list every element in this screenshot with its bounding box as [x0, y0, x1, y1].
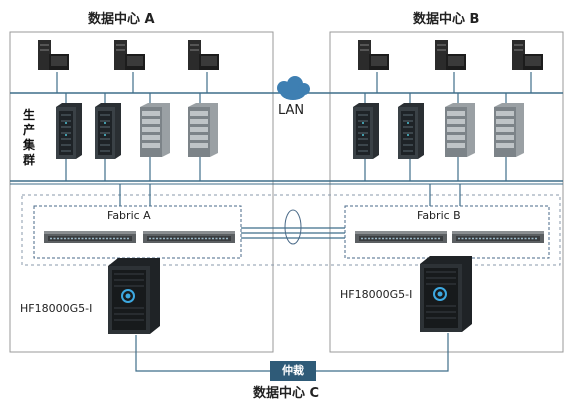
cluster-label-char: 集: [23, 138, 36, 152]
production-cluster-label: 生 产 集 群: [23, 108, 37, 168]
fabric-switch-icon: [354, 230, 448, 244]
cluster-label-char: 群: [23, 153, 36, 167]
client-pc-icon: [435, 40, 466, 70]
datacenter-b-panel: [329, 31, 564, 353]
link-aggregation-ring: [284, 209, 302, 245]
blade-server-icon: [494, 103, 524, 157]
arbitration-box: 仲裁: [270, 361, 316, 381]
storage-a-model-label: HF18000G5-I: [20, 302, 93, 315]
storage-array-icon: [107, 257, 161, 335]
arbitration-link-b: [316, 333, 449, 372]
datacenter-a-panel: [9, 31, 274, 353]
fabric-switch-icon: [142, 230, 236, 244]
rack-server-icon: [94, 102, 122, 160]
datacenter-a-title: 数据中心 A: [88, 12, 155, 27]
client-pc-icon: [188, 40, 219, 70]
storage-array-icon: [419, 255, 473, 333]
lan-cloud-icon: [277, 76, 310, 100]
lan-label: LAN: [278, 103, 305, 118]
rack-server-icon: [397, 102, 425, 160]
arbitration-link-a: [135, 335, 270, 372]
fabric-a-label: Fabric A: [107, 209, 151, 222]
fabric-switch-icon: [43, 230, 137, 244]
blade-server-icon: [188, 103, 218, 157]
datacenter-c-title: 数据中心 C: [253, 386, 320, 401]
cluster-label-char: 产: [23, 123, 36, 137]
storage-b-model-label: HF18000G5-I: [340, 288, 413, 301]
fabric-switch-icon: [451, 230, 545, 244]
client-pc-icon: [358, 40, 389, 70]
client-pc-icon: [38, 40, 69, 70]
client-pc-icon: [512, 40, 543, 70]
rack-server-icon: [55, 102, 83, 160]
blade-server-icon: [140, 103, 170, 157]
fabric-b-label: Fabric B: [417, 209, 461, 222]
rack-server-icon: [352, 102, 380, 160]
datacenter-b-title: 数据中心 B: [413, 12, 480, 27]
blade-server-icon: [445, 103, 475, 157]
client-pc-icon: [114, 40, 145, 70]
cluster-label-char: 生: [23, 108, 36, 122]
fabric-zone: [21, 194, 561, 266]
